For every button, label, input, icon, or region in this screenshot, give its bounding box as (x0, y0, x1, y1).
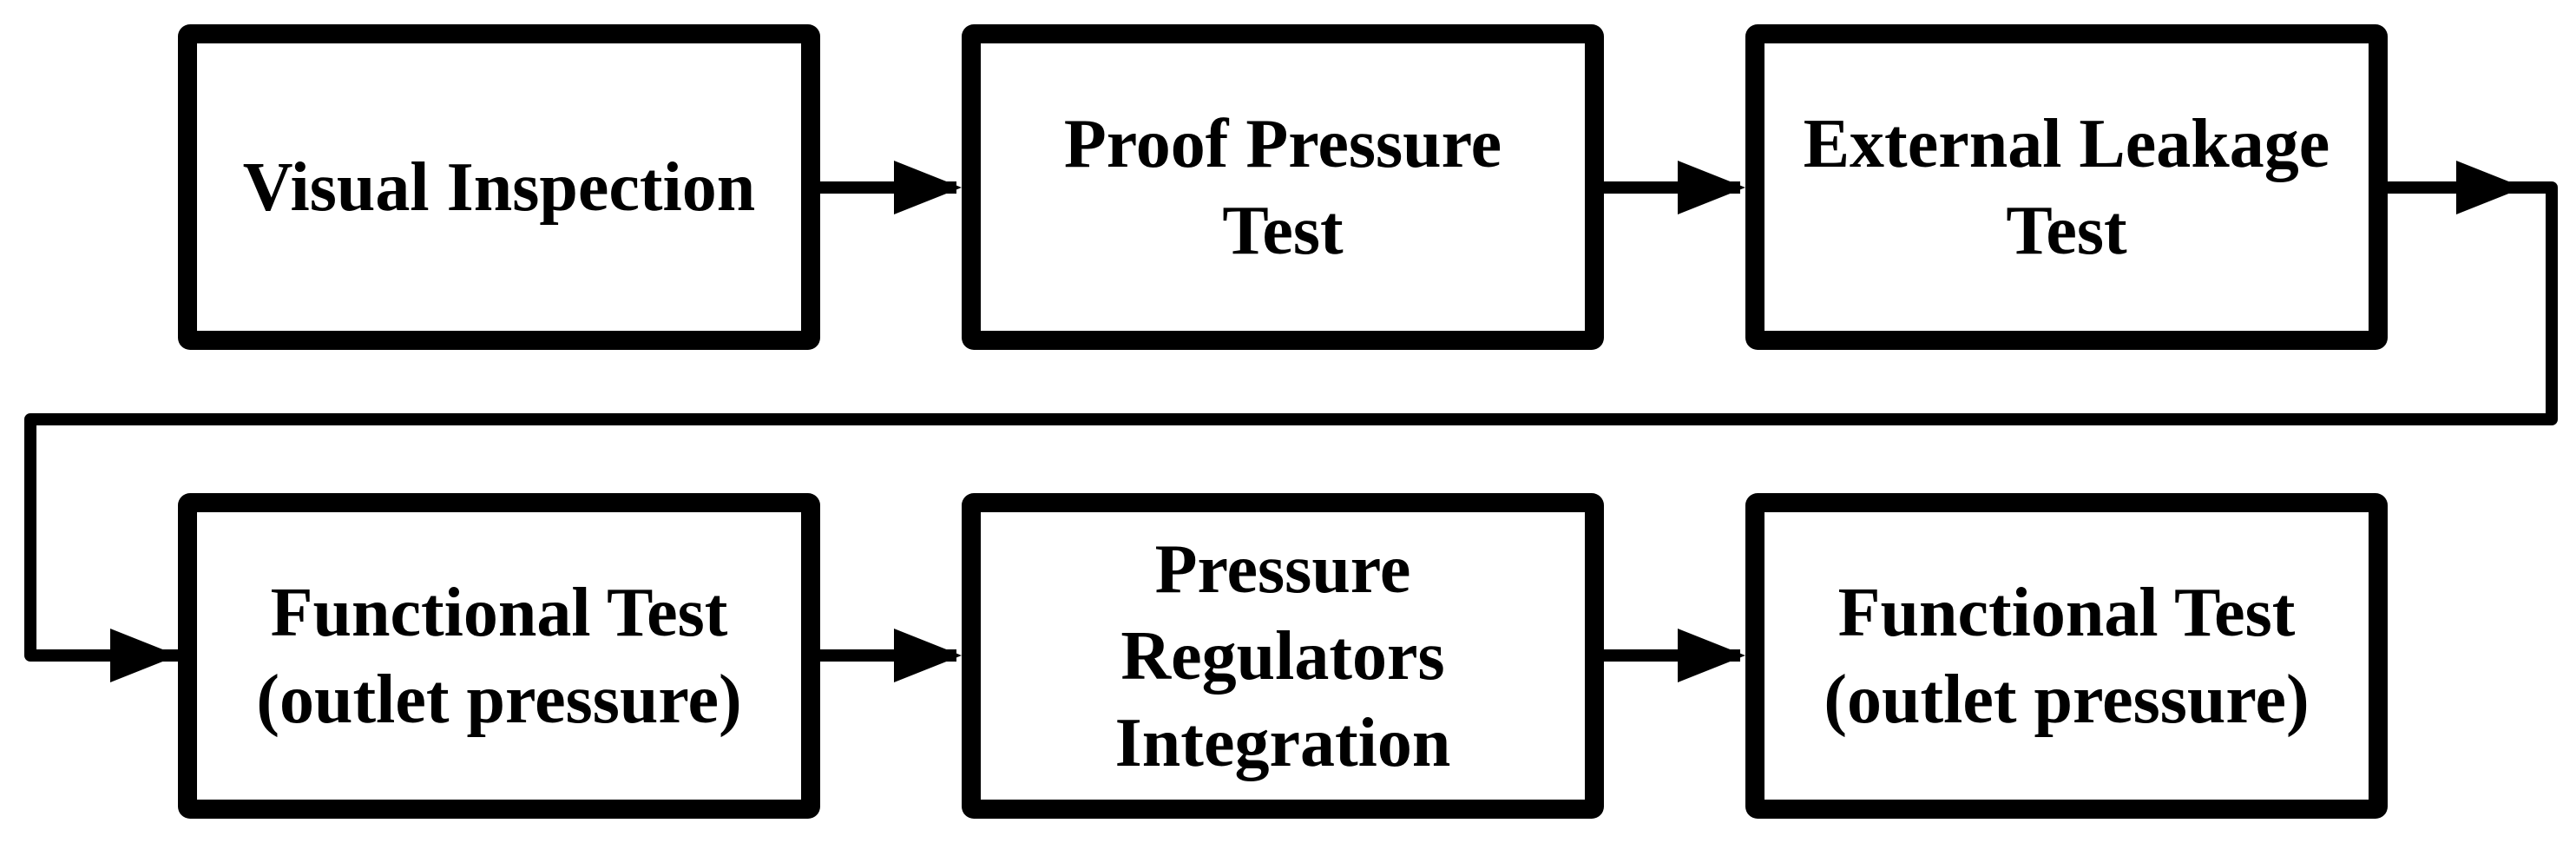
node-label: Pressure Regulators Integration (1114, 530, 1451, 781)
arrowhead-right-icon (894, 161, 962, 214)
connector-wrap-around (24, 161, 2558, 682)
connector-proof-to-leakage (1604, 161, 1745, 214)
connector-visual-to-proof (820, 161, 962, 214)
node-label: Functional Test (outlet pressure) (1824, 574, 2310, 738)
arrowhead-right-icon (110, 629, 178, 682)
flow-node-external-leakage-test: External Leakage Test (1745, 24, 2388, 350)
arrowhead-right-icon (1678, 629, 1745, 682)
flow-node-functional-test-2: Functional Test (outlet pressure) (1745, 493, 2388, 819)
connector-integration-to-functional (1604, 629, 1745, 682)
flow-node-functional-test-1: Functional Test (outlet pressure) (178, 493, 820, 819)
node-label: Proof Pressure Test (1063, 105, 1502, 269)
node-label: Functional Test (outlet pressure) (256, 574, 742, 738)
flow-node-visual-inspection: Visual Inspection (178, 24, 820, 350)
flow-node-pressure-regulators-integration: Pressure Regulators Integration (962, 493, 1604, 819)
connector-functional-to-integration (820, 629, 962, 682)
flow-node-proof-pressure-test: Proof Pressure Test (962, 24, 1604, 350)
arrowhead-right-icon (2456, 161, 2524, 214)
arrowhead-right-icon (1678, 161, 1745, 214)
node-label: Visual Inspection (242, 148, 756, 226)
node-label: External Leakage Test (1803, 105, 2330, 269)
connector-line (24, 181, 2558, 662)
arrowhead-right-icon (894, 629, 962, 682)
